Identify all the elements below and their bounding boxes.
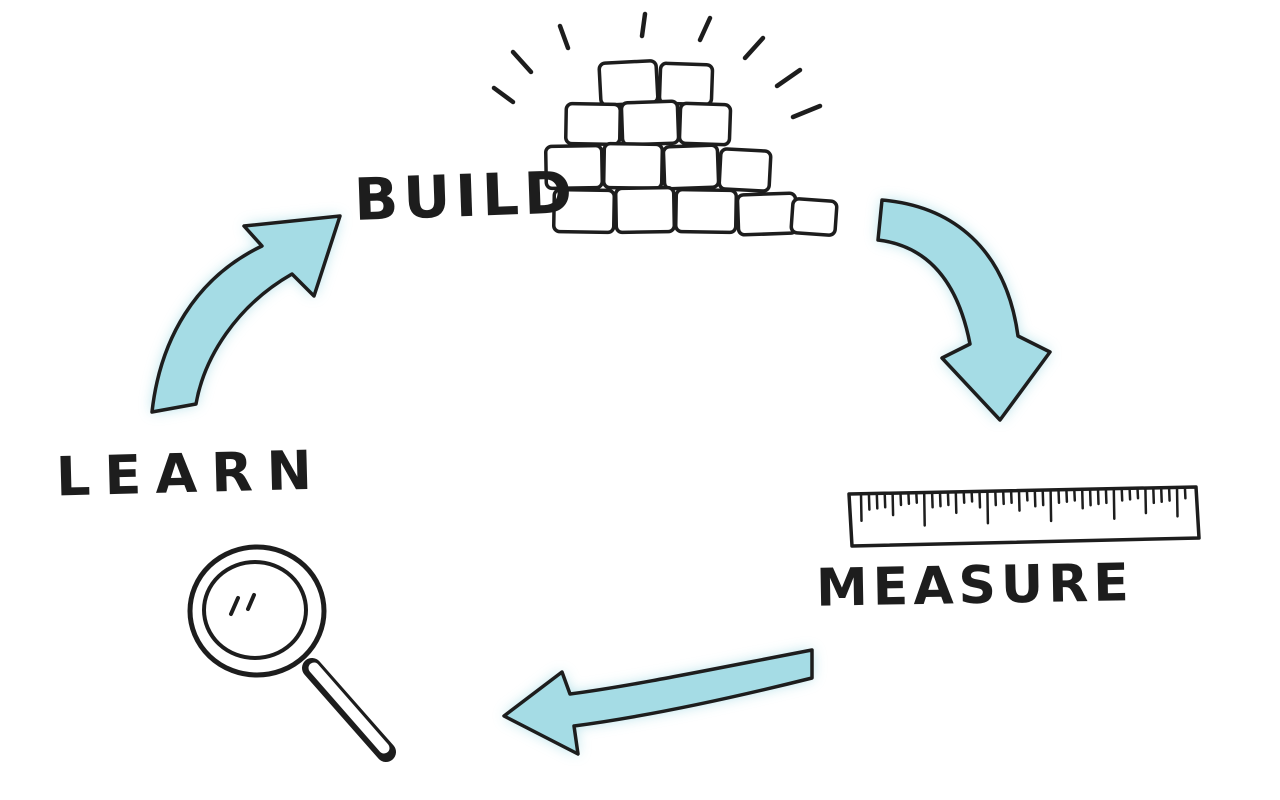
ruler-tick-marks [859, 486, 1187, 527]
arrow-learn-to-build [150, 214, 342, 414]
sparkle-lines [491, 11, 823, 120]
node-label-measure: MEASURE [815, 553, 1135, 619]
magnifier-icon [187, 544, 396, 762]
node-label-build: BUILD [352, 158, 579, 234]
arrow-measure-to-learn [502, 648, 814, 756]
ruler-icon [847, 485, 1201, 548]
lens-shine-marks [229, 593, 256, 616]
node-label-learn: LEARN [55, 438, 327, 509]
brick-wall-icon [491, 11, 839, 237]
arrow-build-to-measure [876, 198, 1052, 422]
